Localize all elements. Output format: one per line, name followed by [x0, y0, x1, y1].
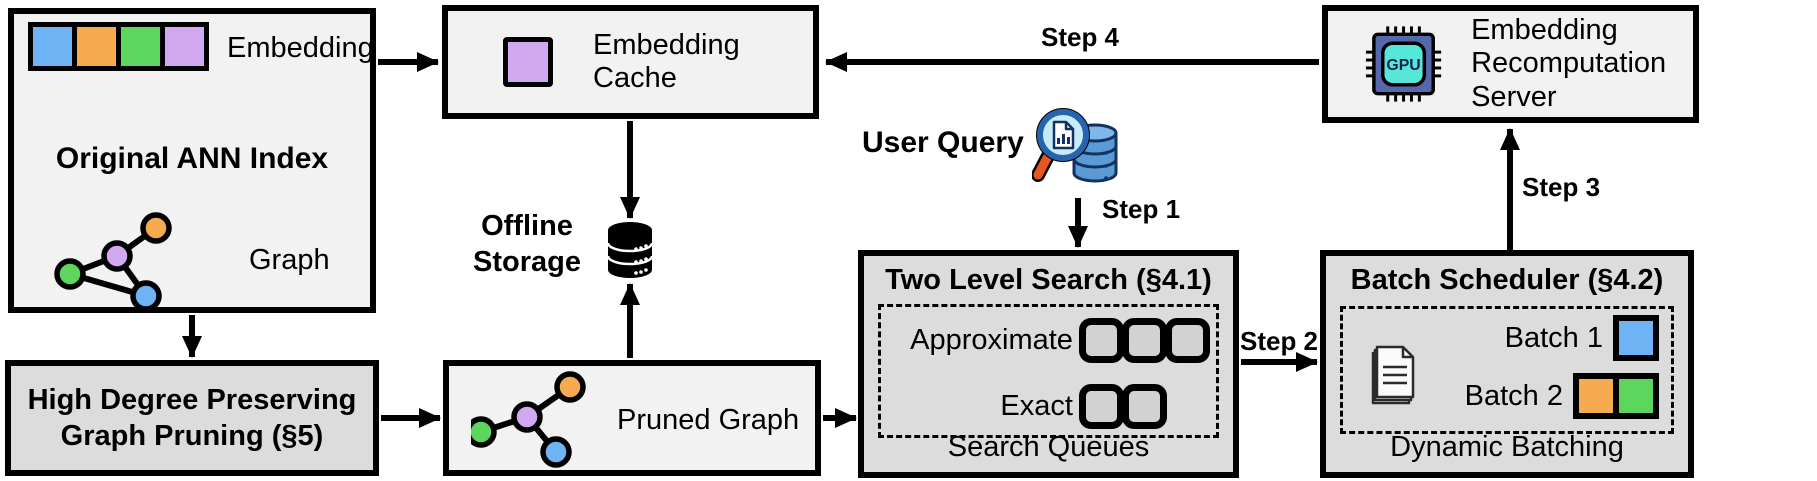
approximate-queue-row: Approximate — [881, 307, 1216, 373]
embedding-cell-blue — [28, 22, 77, 71]
batch1-blue-block — [1613, 315, 1659, 361]
batch2-row: Batch 2 — [1441, 367, 1671, 425]
queue-slot — [1078, 317, 1124, 363]
dynamic-batching-label: Dynamic Batching — [1390, 431, 1624, 463]
graph-icon — [54, 212, 172, 312]
graph-label: Graph — [249, 244, 330, 276]
queue-slot — [1164, 317, 1210, 363]
cached-embedding-icon — [503, 37, 553, 87]
batch2-label: Batch 2 — [1464, 379, 1563, 412]
queue-slot — [1121, 383, 1167, 429]
exact-queue-slots — [1078, 383, 1216, 429]
exact-label: Exact — [1000, 389, 1073, 422]
graph-pruning-box: High Degree Preserving Graph Pruning (§5… — [5, 360, 379, 476]
batch1-label: Batch 1 — [1504, 321, 1603, 354]
embedding-cell-orange — [72, 22, 121, 71]
two-level-search-box: Two Level Search (§4.1) Approximate Exac… — [858, 250, 1239, 478]
dynamic-batching-dashed-box: Batch 1 Batch 2 — [1340, 306, 1674, 434]
recomputation-server-box: GPU Embedding Recomputation Server — [1322, 5, 1699, 123]
queue-slot — [1078, 383, 1124, 429]
batch-scheduler-title: Batch Scheduler (§4.2) — [1350, 264, 1664, 296]
user-query-label: User Query — [862, 126, 1024, 159]
search-queues-label: Search Queues — [947, 431, 1150, 463]
embedding-label: Embedding — [227, 32, 374, 64]
offline-storage-db-icon — [606, 222, 654, 278]
batch-scheduler-box: Batch Scheduler (§4.2) Batch 1 — [1320, 250, 1694, 478]
approximate-queue-slots — [1078, 317, 1216, 363]
pruned-graph-icon — [471, 371, 586, 468]
gpu-label: GPU — [1386, 57, 1420, 74]
offline-storage-label: Offline Storage — [473, 210, 581, 279]
exact-queue-row: Exact — [881, 373, 1216, 439]
recomputation-server-title: Embedding Recomputation Server — [1471, 13, 1667, 113]
step2-label: Step 2 — [1239, 326, 1319, 356]
embedding-cache-box: Embedding Cache — [442, 5, 819, 119]
two-level-search-title: Two Level Search (§4.1) — [885, 264, 1212, 296]
embedding-cell-purple — [160, 22, 209, 71]
queue-slot — [1121, 317, 1167, 363]
batch2-green-block — [1613, 373, 1659, 419]
batch1-row: Batch 1 — [1441, 309, 1671, 367]
embedding-cell-green — [116, 22, 165, 71]
approximate-label: Approximate — [910, 323, 1073, 356]
user-query-search-db-icon — [1032, 108, 1118, 183]
step1-label: Step 1 — [1102, 194, 1181, 224]
pruned-graph-title: Pruned Graph — [617, 404, 800, 436]
search-queues-dashed-box: Approximate Exact — [878, 304, 1219, 438]
step3-label: Step 3 — [1522, 172, 1601, 202]
documents-icon — [1371, 345, 1415, 405]
pruned-graph-box: Pruned Graph — [443, 360, 821, 476]
original-ann-index-box: Embedding Original ANN Index Graph — [8, 8, 376, 313]
embedding-cache-title: Embedding Cache — [593, 28, 740, 94]
original-ann-index-title: Original ANN Index — [55, 142, 329, 175]
gpu-chip-icon: GPU — [1365, 26, 1442, 102]
step4-label: Step 4 — [1040, 22, 1120, 52]
graph-pruning-title: High Degree Preserving Graph Pruning (§5… — [27, 383, 357, 452]
embedding-vector-icon — [28, 22, 209, 71]
